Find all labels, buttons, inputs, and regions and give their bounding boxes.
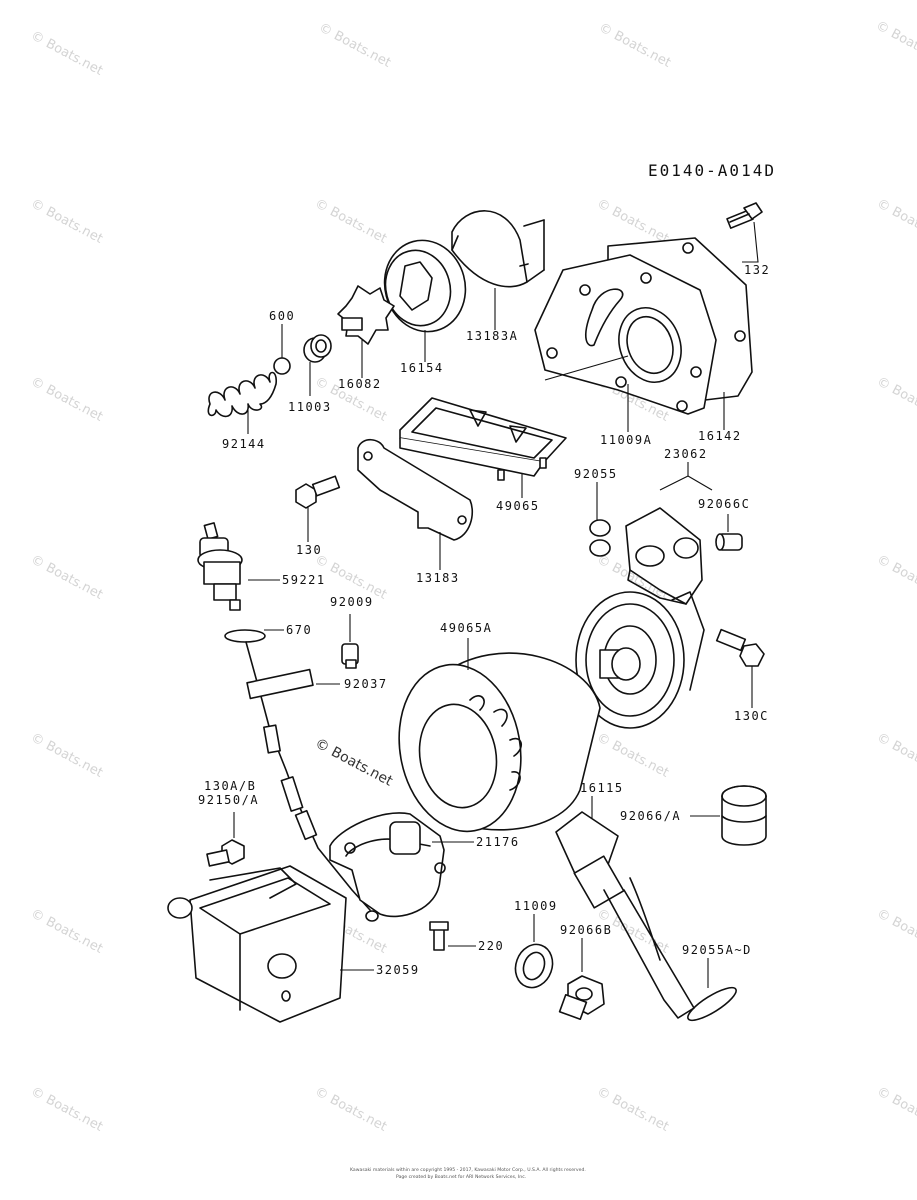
- part-59221-switch-drawing: [197, 522, 243, 611]
- part-92066B-plug-drawing: [558, 975, 605, 1021]
- part-label-220[interactable]: 220: [478, 939, 504, 953]
- part-92009-screw-drawing: [341, 643, 359, 669]
- part-label-130[interactable]: 130: [296, 543, 322, 557]
- part-220-bolt-drawing: [429, 921, 449, 951]
- part-label-23062[interactable]: 23062: [664, 447, 708, 461]
- part-32059-guard-drawing: [167, 865, 347, 1023]
- part-label-670[interactable]: 670: [286, 623, 312, 637]
- part-label-132[interactable]: 132: [744, 263, 770, 277]
- part-16142-housing-drawing: [534, 237, 753, 415]
- leader-132: [742, 221, 759, 263]
- watermark: © Boats.net: [28, 196, 105, 246]
- part-670-oring-drawing: [224, 629, 266, 643]
- part-600-ball-drawing: [273, 357, 291, 375]
- part-16115-dipstick-drawing: [555, 811, 695, 1019]
- part-label-92066C[interactable]: 92066C: [698, 497, 750, 511]
- part-23062-housing-drawing: [625, 507, 703, 605]
- part-label-92055[interactable]: 92055: [574, 467, 618, 481]
- part-label-11009[interactable]: 11009: [514, 899, 558, 913]
- part-92055AD-oring-drawing: [687, 986, 737, 1022]
- part-21176-pan-drawing: [329, 812, 446, 922]
- part-92066C-plug-drawing: [715, 533, 743, 551]
- part-label-92066B[interactable]: 92066B: [560, 923, 612, 937]
- part-11003-collar-drawing: [303, 334, 332, 363]
- part-label-16082[interactable]: 16082: [338, 377, 382, 391]
- leader-23062: [659, 462, 689, 491]
- part-132-bolt-drawing: [726, 202, 763, 229]
- watermark: © Boats.net: [874, 906, 917, 956]
- watermark: © Boats.net: [594, 1084, 671, 1134]
- watermark: © Boats.net: [594, 730, 671, 780]
- part-label-16142[interactable]: 16142: [698, 429, 742, 443]
- part-label-21176[interactable]: 21176: [476, 835, 520, 849]
- part-label-92009[interactable]: 92009: [330, 595, 374, 609]
- watermark: © Boats.net: [596, 20, 673, 70]
- watermark: © Boats.net: [874, 196, 917, 246]
- watermark: © Boats.net: [28, 730, 105, 780]
- part-11009-washer-drawing: [514, 943, 554, 989]
- part-49065A-filter-drawing: [398, 652, 601, 833]
- part-16082-rotor-drawing: [337, 285, 395, 345]
- part-label-92150A[interactable]: 92150/A: [198, 793, 259, 807]
- part-label-11009A[interactable]: 11009A: [600, 433, 652, 447]
- watermark: © Boats.net: [874, 552, 917, 602]
- part-label-92066A[interactable]: 92066/A: [620, 809, 681, 823]
- part-wire-drawing: [245, 641, 371, 911]
- part-13183A-plate-drawing: [451, 210, 545, 288]
- center-watermark: © Boats.net: [312, 735, 395, 789]
- watermark: © Boats.net: [28, 906, 105, 956]
- part-label-49065A[interactable]: 49065A: [440, 621, 492, 635]
- part-49065-screen-drawing: [399, 397, 567, 481]
- diagram-code: E0140-A014D: [648, 161, 776, 180]
- part-label-92055AD[interactable]: 92055A~D: [682, 943, 752, 957]
- leader-23062-b: [687, 475, 713, 491]
- watermark: © Boats.net: [594, 196, 671, 246]
- part-label-59221[interactable]: 59221: [282, 573, 326, 587]
- part-label-92037[interactable]: 92037: [344, 677, 388, 691]
- part-label-13183A[interactable]: 13183A: [466, 329, 518, 343]
- watermark-layer: © Boats.net © Boats.net © Boats.net © Bo…: [28, 18, 917, 1134]
- part-label-32059[interactable]: 32059: [376, 963, 420, 977]
- part-label-11003[interactable]: 11003: [288, 400, 332, 414]
- part-label-92144[interactable]: 92144: [222, 437, 266, 451]
- part-label-130C[interactable]: 130C: [734, 709, 769, 723]
- part-label-16154[interactable]: 16154: [400, 361, 444, 375]
- part-92055-oring-drawing: [589, 519, 611, 557]
- watermark: © Boats.net: [312, 196, 389, 246]
- part-labels: 132 13183A 600 16154 16082 11003 92144 1…: [198, 263, 770, 977]
- watermark: © Boats.net: [28, 552, 105, 602]
- part-label-49065[interactable]: 49065: [496, 499, 540, 513]
- watermark: © Boats.net: [873, 18, 917, 68]
- watermark: © Boats.net: [28, 28, 105, 78]
- copyright-line-2: Page created by Boats.net for ARI Networ…: [396, 1174, 526, 1180]
- part-92066A-plug-drawing: [721, 785, 767, 846]
- watermark: © Boats.net: [874, 1084, 917, 1134]
- watermark: © Boats.net: [28, 1084, 105, 1134]
- watermark: © Boats.net: [312, 1084, 389, 1134]
- part-92144-spring-drawing: [207, 371, 277, 418]
- part-label-600[interactable]: 600: [269, 309, 295, 323]
- part-label-130AB[interactable]: 130A/B: [204, 779, 256, 793]
- part-16154-rotor-drawing: [383, 239, 467, 333]
- part-130AB-bolt-drawing: [206, 839, 245, 867]
- leader-11009A-b: [544, 355, 629, 381]
- watermark: © Boats.net: [316, 20, 393, 70]
- copyright-line-1: Kawasaki materials within are copyright …: [350, 1167, 586, 1173]
- part-label-16115[interactable]: 16115: [580, 781, 624, 795]
- part-130-bolt-drawing: [295, 475, 341, 509]
- part-filter-mount-drawing: [575, 591, 705, 729]
- part-label-13183[interactable]: 13183: [416, 571, 460, 585]
- watermark: © Boats.net: [28, 374, 105, 424]
- part-13183-plate-drawing: [357, 438, 474, 541]
- watermark: © Boats.net: [874, 374, 917, 424]
- watermark: © Boats.net: [874, 730, 917, 780]
- part-130C-bolt-drawing: [715, 628, 765, 667]
